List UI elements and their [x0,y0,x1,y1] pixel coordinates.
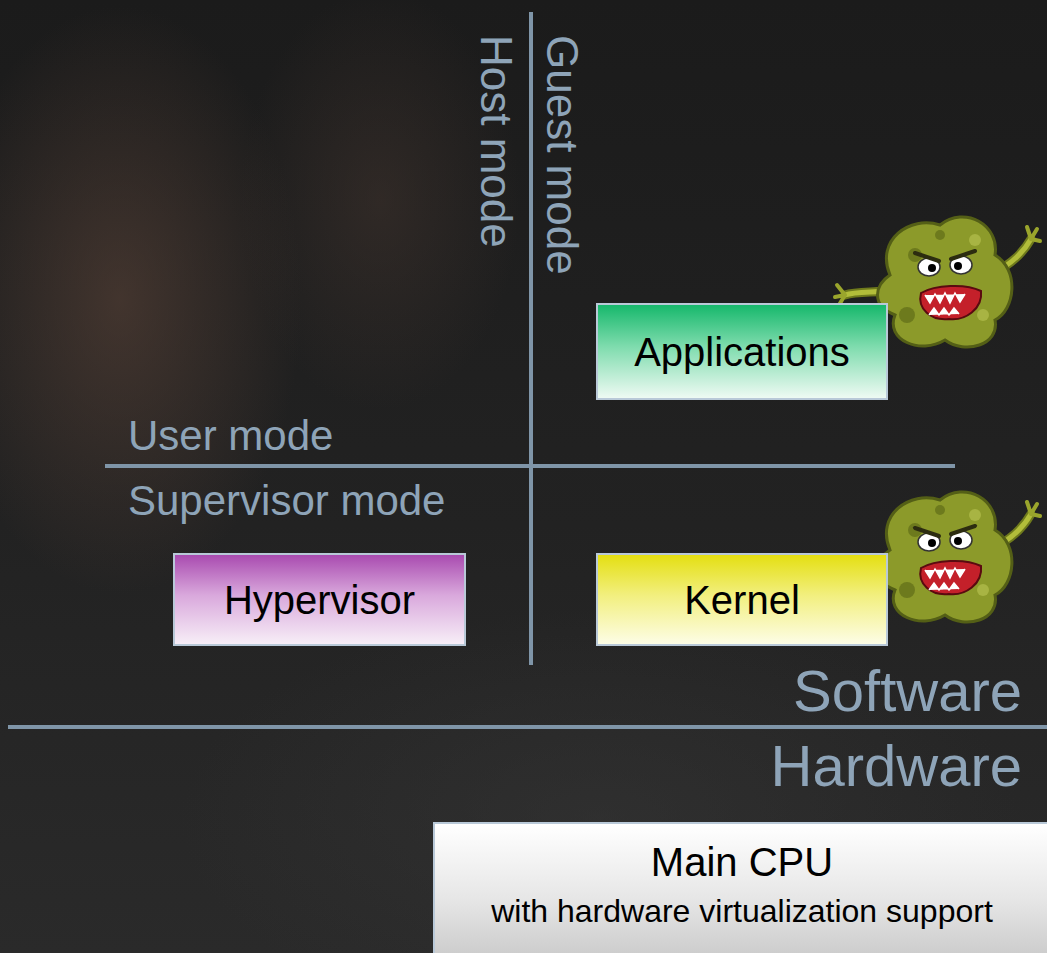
box-title: Applications [634,328,850,376]
application-box: Applications [596,303,888,400]
box-title: Kernel [684,576,800,624]
divider-line [8,725,1047,729]
cpu-box: Main CPU with hardware virtualization sup… [433,822,1047,953]
box-subtitle: with hardware virtualization support [491,892,993,930]
box-title: Hypervisor [224,576,415,624]
hypervisor-box: Hypervisor [173,553,466,646]
box-title: Main CPU [651,838,833,886]
mode-label: Supervisor mode [128,480,445,522]
layer-label: Hardware [771,737,1022,795]
divider-line [529,12,533,665]
kernel-box: Kernel [596,553,888,646]
divider-line [105,464,955,468]
mode-label: Host mode [474,35,518,248]
mode-label: Guest mode [540,35,584,275]
mode-label: User mode [128,415,333,457]
layer-label: Software [793,662,1022,720]
